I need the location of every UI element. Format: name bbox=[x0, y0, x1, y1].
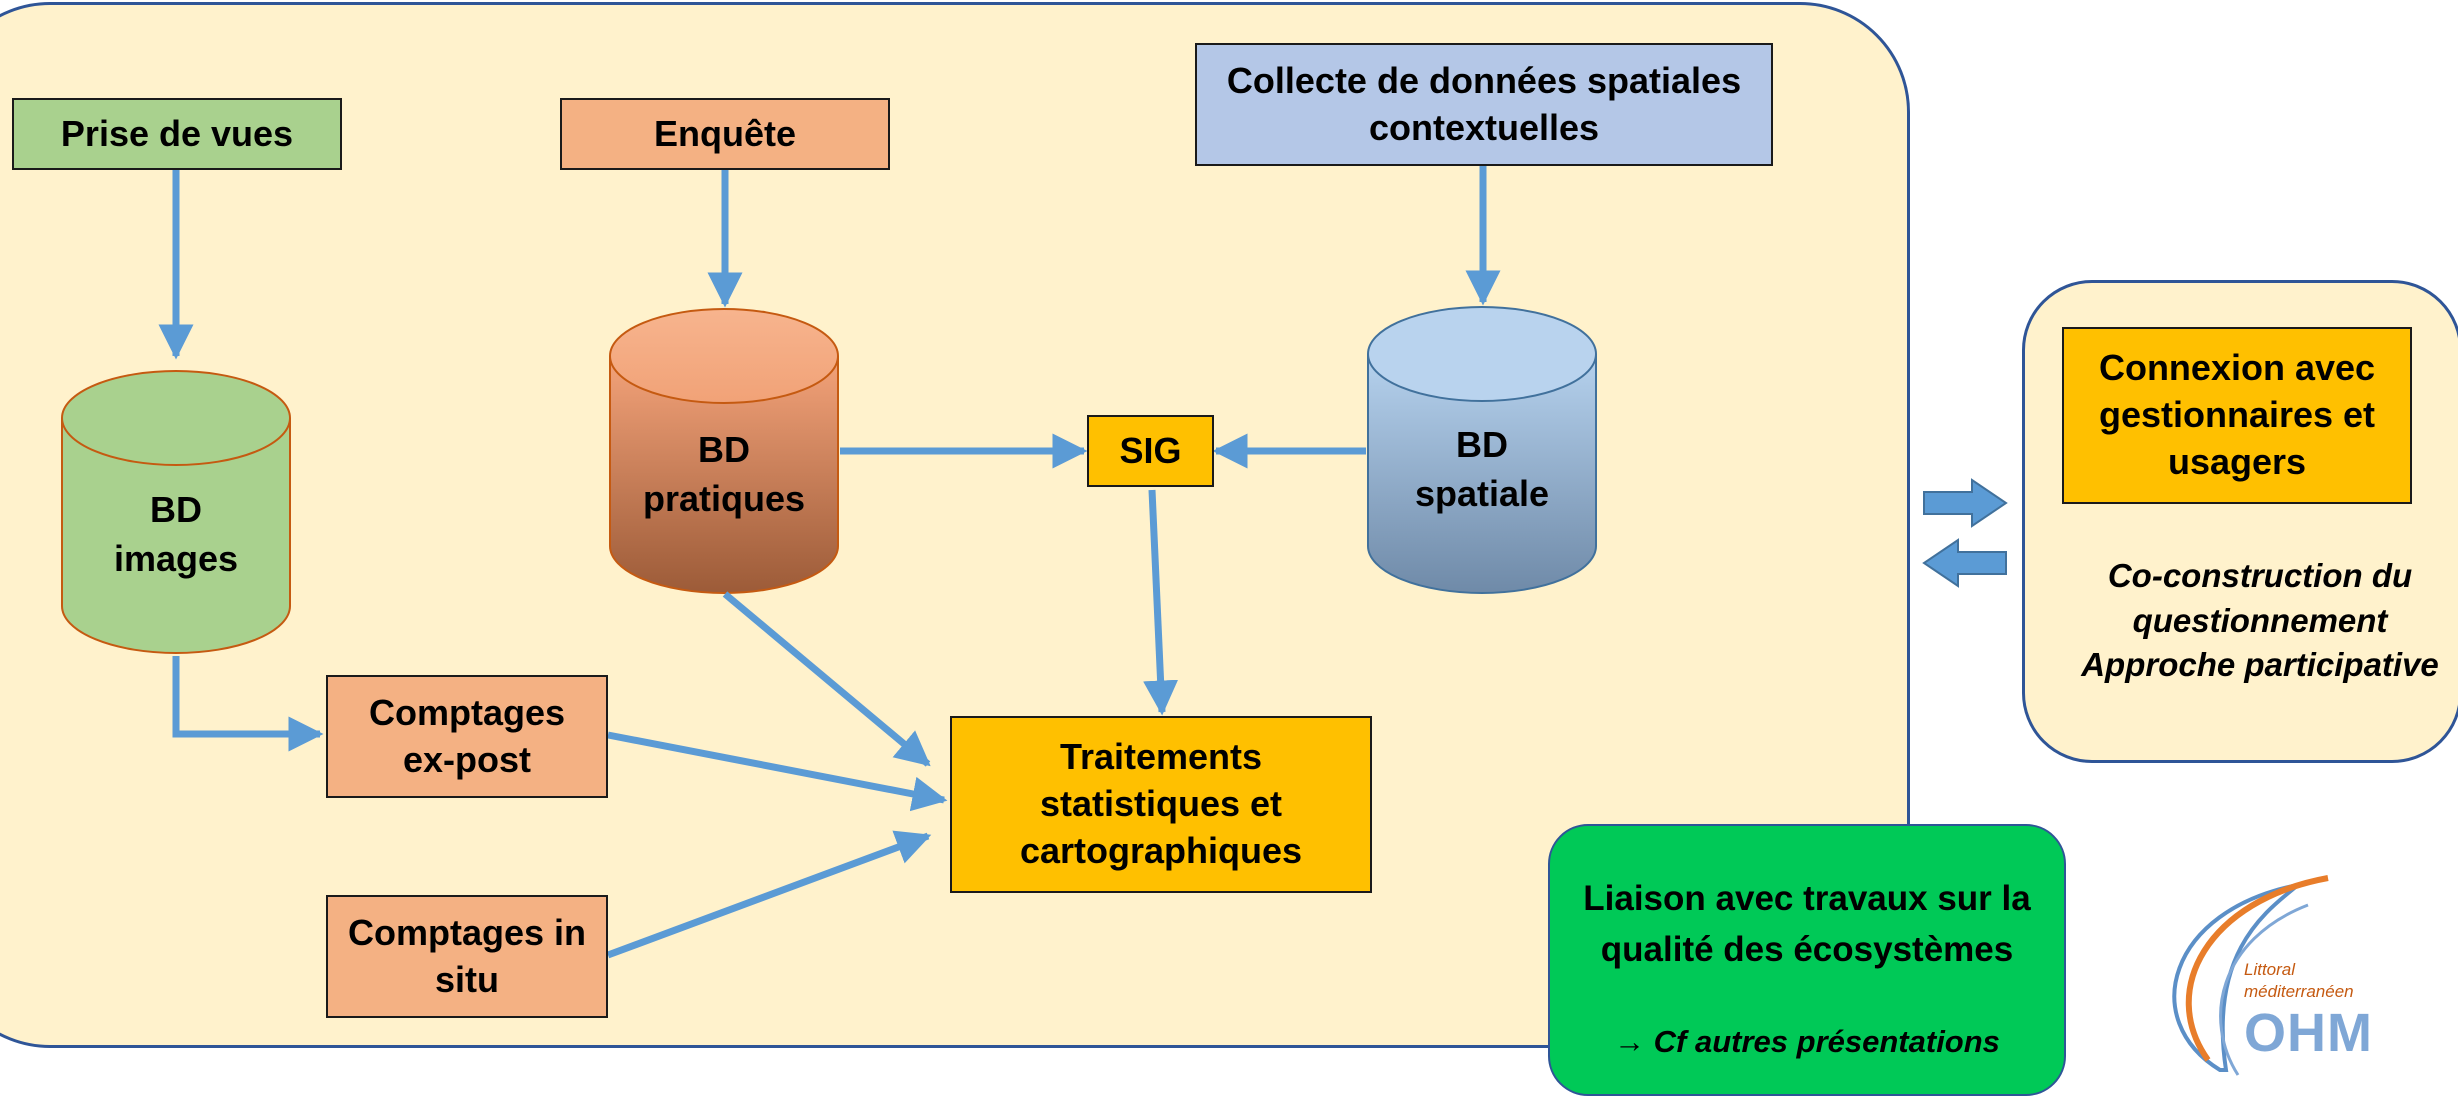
bd-images-label-line1: BD bbox=[150, 489, 202, 530]
collecte-label-line1: Collecte de données spatiales bbox=[1226, 59, 1742, 101]
ohm-logo-swoosh bbox=[2172, 875, 2329, 1076]
bd-pratiques-label-line1: BD bbox=[698, 429, 750, 470]
connexion-line2: gestionnaires et bbox=[2098, 394, 2376, 436]
sig-box: SIG bbox=[1087, 415, 1214, 487]
prise-de-vues-label: Prise de vues bbox=[60, 112, 294, 154]
bd-pratiques-label-line2: pratiques bbox=[642, 477, 806, 519]
bd-spatiale-label-line2: spatiale bbox=[1414, 472, 1550, 514]
sig-label: SIG bbox=[1119, 429, 1182, 471]
comptages-ex-post-line2: ex-post bbox=[402, 738, 532, 780]
traitements-line3: cartographiques bbox=[1019, 829, 1303, 871]
comptages-ex-post-line1: Comptages bbox=[368, 691, 566, 733]
collecte-label-line2: contextuelles bbox=[1368, 106, 1600, 148]
connexion-notes: Co-construction du questionnement Approc… bbox=[2062, 554, 2458, 688]
connexion-note-line2: questionnement bbox=[2132, 601, 2388, 639]
bd-images-label: BD images bbox=[62, 486, 290, 583]
enquete-label: Enquête bbox=[653, 112, 796, 154]
liaison-box: Liaison avec travaux sur la qualité des … bbox=[1548, 824, 2066, 1096]
connexion-note-line3: Approche participative bbox=[2081, 646, 2439, 684]
ohm-logo: Littoral méditerranéen OHM bbox=[2148, 870, 2408, 1090]
bd-images-cylinder bbox=[61, 370, 291, 654]
liaison-title: Liaison avec travaux sur la qualité des … bbox=[1550, 874, 2064, 976]
bd-spatiale-cylinder bbox=[1367, 306, 1597, 594]
bd-pratiques-cylinder bbox=[609, 308, 839, 594]
connexion-box: Connexion avec gestionnaires et usagers bbox=[2062, 327, 2412, 504]
comptages-ex-post-box: Comptages ex-post bbox=[326, 675, 608, 798]
bd-images-label-line2: images bbox=[113, 537, 239, 579]
arrow-expost-to-traitements bbox=[607, 731, 948, 812]
comptages-in-situ-box: Comptages in situ bbox=[326, 895, 608, 1018]
liaison-reference: → Cf autres présentations bbox=[1550, 1024, 2064, 1060]
arrow-right-icon: → bbox=[1614, 1024, 1646, 1059]
comptages-in-situ-line1: Comptages in bbox=[347, 911, 587, 953]
arrow-pratiques-to-traitements bbox=[722, 591, 931, 767]
arrow-sig-to-traitements bbox=[1143, 489, 1179, 716]
traitements-box: Traitements statistiques et cartographiq… bbox=[950, 716, 1372, 893]
bd-pratiques-label: BD pratiques bbox=[610, 426, 838, 523]
comptages-in-situ-line2: situ bbox=[434, 958, 499, 1000]
ohm-logo-line1: Littoral bbox=[2244, 960, 2296, 979]
connexion-line1: Connexion avec bbox=[2098, 347, 2376, 389]
bd-spatiale-label-line1: BD bbox=[1456, 424, 1508, 465]
block-arrow-right bbox=[1923, 478, 2008, 528]
ohm-logo-line2: méditerranéen bbox=[2244, 982, 2354, 1001]
prise-de-vues-box: Prise de vues bbox=[12, 98, 342, 170]
connexion-line3: usagers bbox=[2167, 440, 2307, 482]
enquete-box: Enquête bbox=[560, 98, 890, 170]
arrow-images-to-expost bbox=[172, 656, 324, 752]
liaison-title-line1: Liaison avec travaux sur la bbox=[1583, 879, 2031, 918]
bd-spatiale-label: BD spatiale bbox=[1368, 421, 1596, 518]
liaison-reference-text: Cf autres présentations bbox=[1653, 1024, 2000, 1059]
liaison-title-line2: qualité des écosystèmes bbox=[1600, 929, 2014, 969]
traitements-line1: Traitements bbox=[1059, 736, 1263, 778]
ohm-logo-mark: OHM bbox=[2244, 1003, 2373, 1063]
block-arrow-left bbox=[1922, 538, 2007, 588]
collecte-box: Collecte de données spatiales contextuel… bbox=[1195, 43, 1773, 166]
traitements-line2: statistiques et bbox=[1039, 783, 1283, 825]
arrow-insitu-to-traitements bbox=[606, 830, 932, 959]
connexion-note-line1: Co-construction du bbox=[2107, 557, 2413, 594]
